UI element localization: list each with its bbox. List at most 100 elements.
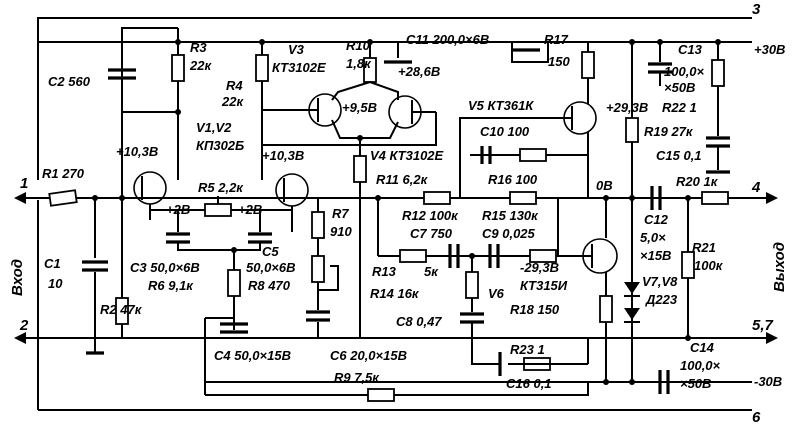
r9-wire — [394, 382, 589, 396]
v4-label: V4 КТ3102Е — [370, 148, 444, 163]
v3-collector — [331, 81, 371, 101]
r17-value: 150 — [548, 54, 570, 69]
r16-resistor — [509, 191, 537, 205]
c12-label: C12 — [644, 212, 669, 227]
pos30-label: +30В — [754, 42, 785, 57]
ground-arrow-icon — [14, 332, 26, 344]
input-arrow-icon — [14, 192, 26, 204]
r-v4b-resistor — [353, 155, 367, 183]
driver-stage — [262, 39, 437, 338]
input-label: Вход — [9, 259, 26, 296]
r22-label: R22 1 — [662, 100, 697, 115]
r4-label: R4 — [226, 78, 243, 93]
node-3-label: 3 — [752, 1, 761, 18]
v8-diode-icon — [624, 308, 640, 320]
supply-filter — [625, 39, 730, 382]
r1-label: R1 270 — [42, 166, 85, 181]
r8-resistor — [311, 255, 325, 283]
r5-resistor — [204, 203, 232, 217]
r5-label: R5 2,2к — [198, 180, 244, 195]
r1-resistor — [48, 189, 78, 207]
v5-base-wire — [459, 117, 572, 132]
v3-voltage-label: +28,6В — [398, 64, 440, 79]
r11-resistor — [423, 191, 451, 205]
v4-voltage-label: +9,5В — [342, 100, 377, 115]
c3c5-join-wire — [177, 242, 261, 251]
r18-label: R18 150 — [510, 302, 560, 317]
r21-label: R21 — [692, 240, 716, 255]
r23-label: R23 1 — [510, 342, 545, 357]
output-label: Выход — [771, 242, 788, 292]
node-57-label: 5,7 — [752, 317, 774, 334]
v1-transistor-icon — [133, 171, 167, 205]
c12-rating: ×15В — [640, 248, 671, 263]
c7-label: C7 750 — [410, 226, 453, 241]
pos-rail-top-wire — [37, 17, 752, 180]
v7-diode-icon — [624, 282, 640, 294]
r12-label: R12 100к — [402, 208, 459, 223]
v3-emitter — [331, 119, 360, 139]
r-c10-resistor — [519, 148, 547, 162]
r10-label: R10 — [346, 38, 371, 53]
feedback-network — [375, 191, 559, 338]
v4-collector-link — [369, 81, 399, 100]
r14-resistor — [465, 271, 479, 299]
c9-label: C9 0,025 — [482, 226, 536, 241]
r10-value: 1,8к — [346, 56, 372, 71]
r6-label: R6 9,1к — [148, 278, 194, 293]
c13-value: 100,0× — [664, 64, 705, 79]
v12-type: КП302Б — [196, 138, 244, 153]
r7-label: R7 — [332, 206, 349, 221]
v3-label: V3 — [288, 42, 305, 57]
node-1-label: 1 — [20, 175, 28, 192]
labels: Вход Выход 1 2 3 4 5,7 6 +30В -30В 0В +1… — [9, 1, 788, 426]
v78-label: V7,V8 — [642, 274, 678, 289]
r15-resistor — [529, 249, 557, 263]
output-arrow-icon — [766, 192, 778, 204]
v5-stage — [459, 42, 597, 198]
v1-voltage-label: +10,3В — [116, 144, 158, 159]
bottom-section — [205, 338, 670, 402]
c11-label: C11 200,0×6В — [406, 32, 489, 47]
c3-label: C3 50,0×6В — [130, 260, 200, 275]
v6-type: КТ315И — [520, 278, 568, 293]
upper-left-section — [108, 27, 269, 198]
node-4-label: 4 — [751, 179, 761, 196]
zero-volt-label: 0В — [596, 178, 613, 193]
r22-resistor — [711, 59, 725, 87]
v7-voltage-label: +2В — [166, 202, 190, 217]
r9-label: R9 7,5к — [334, 370, 380, 385]
c15-label: C15 0,1 — [656, 148, 702, 163]
node-6-label: 6 — [752, 409, 761, 426]
r17-resistor — [581, 51, 595, 79]
r13-label: R13 — [372, 264, 397, 279]
ground-out-arrow-icon — [766, 332, 778, 344]
r13-value: 5к — [424, 264, 439, 279]
c13-rating: ×50В — [664, 80, 695, 95]
frame — [14, 17, 778, 411]
c16-wire — [471, 338, 500, 365]
feedback-wire — [262, 112, 437, 146]
v4-emitter — [360, 121, 399, 139]
v5-label: V5 КТ361К — [468, 98, 534, 113]
v12-label: V1,V2 — [196, 120, 232, 135]
r6-resistor — [227, 269, 241, 297]
c8-label: C8 0,47 — [396, 314, 442, 329]
c5-label: C5 — [262, 244, 279, 259]
r3-value: 22к — [189, 58, 212, 73]
r18-resistor — [599, 295, 613, 323]
input-section — [48, 189, 129, 355]
v6-label: V6 — [488, 286, 505, 301]
r21-resistor — [681, 251, 695, 279]
c2-loop-wire — [121, 27, 178, 198]
node-2-label: 2 — [19, 317, 29, 334]
r8-label: R8 470 — [248, 278, 291, 293]
c5-value: 50,0×6В — [246, 260, 296, 275]
r4-value: 22к — [221, 94, 244, 109]
neg30-label: -30В — [754, 374, 782, 389]
c4-wire — [205, 317, 235, 330]
c6-label: C6 20,0×15В — [330, 348, 407, 363]
v2-transistor-icon — [275, 173, 309, 207]
